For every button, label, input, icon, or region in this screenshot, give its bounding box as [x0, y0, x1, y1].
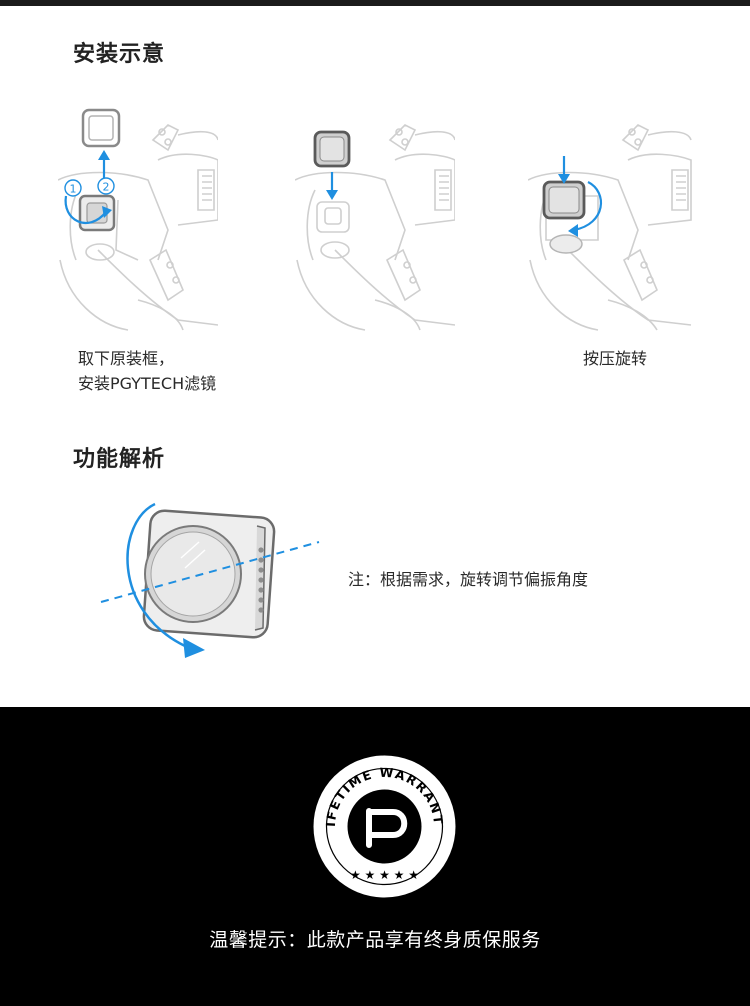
footer-warranty-text: 温馨提示：此款产品享有终身质保服务: [209, 929, 541, 951]
polarizer-illustration: [100, 502, 320, 658]
install-step1-caption: 取下原装框， 安装PGYTECH滤镜: [78, 346, 216, 396]
warranty-footer: LIFETIME WARRANTY ★ ★ ★ ★ ★ 温馨提示：此款产品享有终…: [0, 707, 750, 1006]
polarizer-note: 注：根据需求，旋转调节偏振角度: [348, 570, 589, 589]
badge-stars: ★ ★ ★ ★ ★: [350, 868, 419, 882]
install-step3-illustration: [528, 124, 692, 331]
install-step1-caption-line1: 取下原装框，: [78, 349, 175, 368]
lifetime-warranty-badge: LIFETIME WARRANTY ★ ★ ★ ★ ★: [313, 755, 456, 898]
function-section-title: 功能解析: [73, 447, 166, 472]
install-step1-illustration: 1 2: [58, 108, 218, 331]
install-section-title: 安装示意: [73, 42, 166, 67]
step1-marker-1: 1: [70, 183, 77, 196]
top-strip: [0, 0, 750, 6]
install-step1-caption-line2: 安装PGYTECH滤镜: [78, 374, 217, 393]
pgytech-logo-icon: [366, 808, 408, 848]
install-step3-caption: 按压旋转: [583, 346, 647, 371]
install-step3-caption-line1: 按压旋转: [583, 349, 648, 368]
step1-marker-2: 2: [103, 181, 110, 194]
install-step2-illustration: [295, 124, 455, 331]
